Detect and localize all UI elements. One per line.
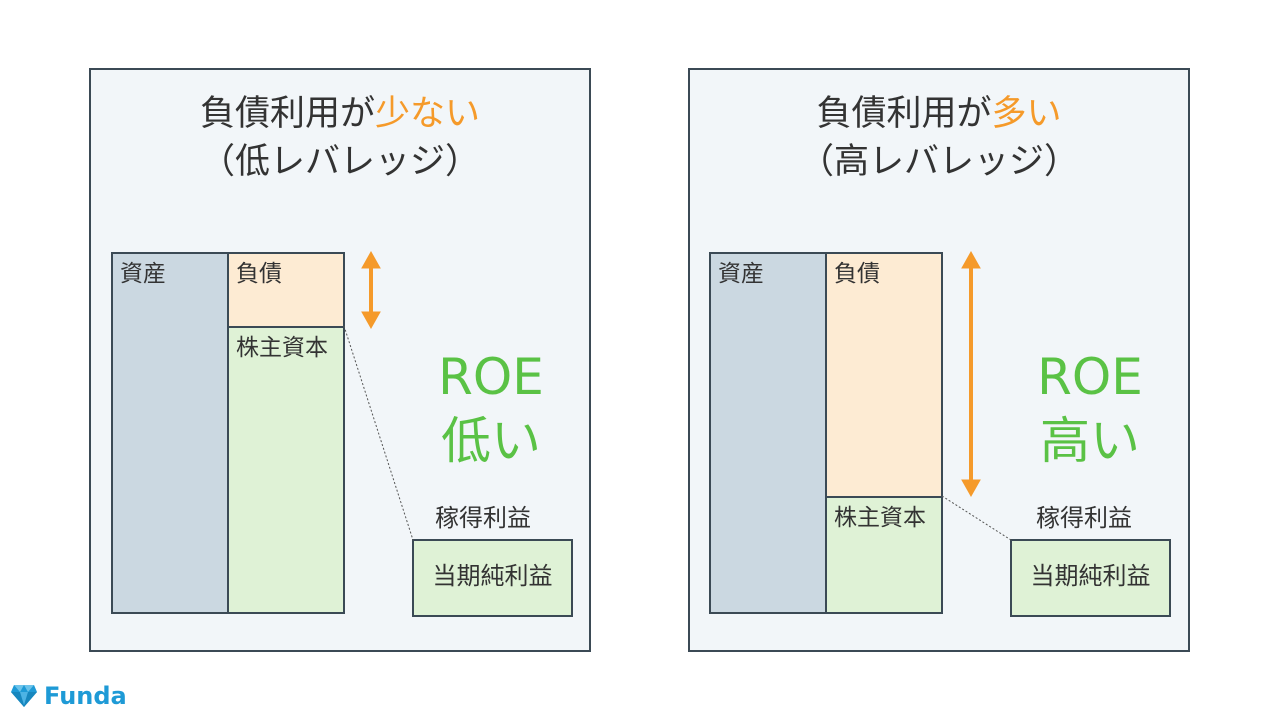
equity-box: 株主資本: [825, 496, 943, 614]
net-income-label: 当期純利益: [432, 562, 553, 590]
high-leverage-panel: 負債利用が多い （高レバレッジ） 資産 負債 株主資本 ROE 高い 稼得利益 …: [688, 68, 1190, 652]
connector-line: [941, 495, 1012, 541]
title-prefix: 負債利用が: [199, 94, 375, 134]
net-income-box: 当期純利益: [1010, 539, 1171, 617]
equity-label: 株主資本: [834, 505, 926, 531]
low-leverage-panel: 負債利用が少ない （低レバレッジ） 資産 負債 株主資本 ROE 低い 稼得利益…: [89, 68, 591, 652]
panel-subtitle: （高レバレッジ）: [798, 142, 1079, 182]
equity-label: 株主資本: [236, 335, 328, 361]
title-accent: 多い: [991, 94, 1062, 134]
title-accent: 少ない: [375, 94, 481, 134]
right-annotations: [941, 250, 1012, 541]
earning-power-label: 稼得利益: [1036, 504, 1132, 532]
earning-power-label: 稼得利益: [435, 504, 531, 532]
panel-title: 負債利用が少ない: [91, 92, 589, 136]
logo-text: Funda: [44, 682, 127, 710]
liabilities-box: 負債: [825, 252, 943, 498]
assets-box: 資産: [709, 252, 827, 614]
double-arrow-icon: [961, 250, 981, 498]
double-arrow-icon: [361, 250, 381, 330]
roe-label: ROE: [438, 348, 544, 406]
diamond-icon: [11, 685, 37, 707]
assets-label: 資産: [120, 261, 166, 287]
net-income-box: 当期純利益: [412, 539, 573, 617]
liabilities-label: 負債: [834, 261, 880, 287]
left-annotations: [343, 250, 414, 541]
equity-box: 株主資本: [227, 326, 345, 614]
roe-result: 低い: [441, 412, 541, 470]
roe-label: ROE: [1037, 348, 1143, 406]
roe-result: 高い: [1040, 412, 1140, 470]
title-prefix: 負債利用が: [816, 94, 992, 134]
panel-subtitle: （低レバレッジ）: [199, 142, 480, 182]
assets-label: 資産: [718, 261, 764, 287]
panel-title: 負債利用が多い: [690, 92, 1188, 136]
connector-line: [343, 325, 414, 541]
brand-logo: Funda: [10, 680, 127, 712]
net-income-label: 当期純利益: [1030, 562, 1151, 590]
liabilities-label: 負債: [236, 261, 282, 287]
